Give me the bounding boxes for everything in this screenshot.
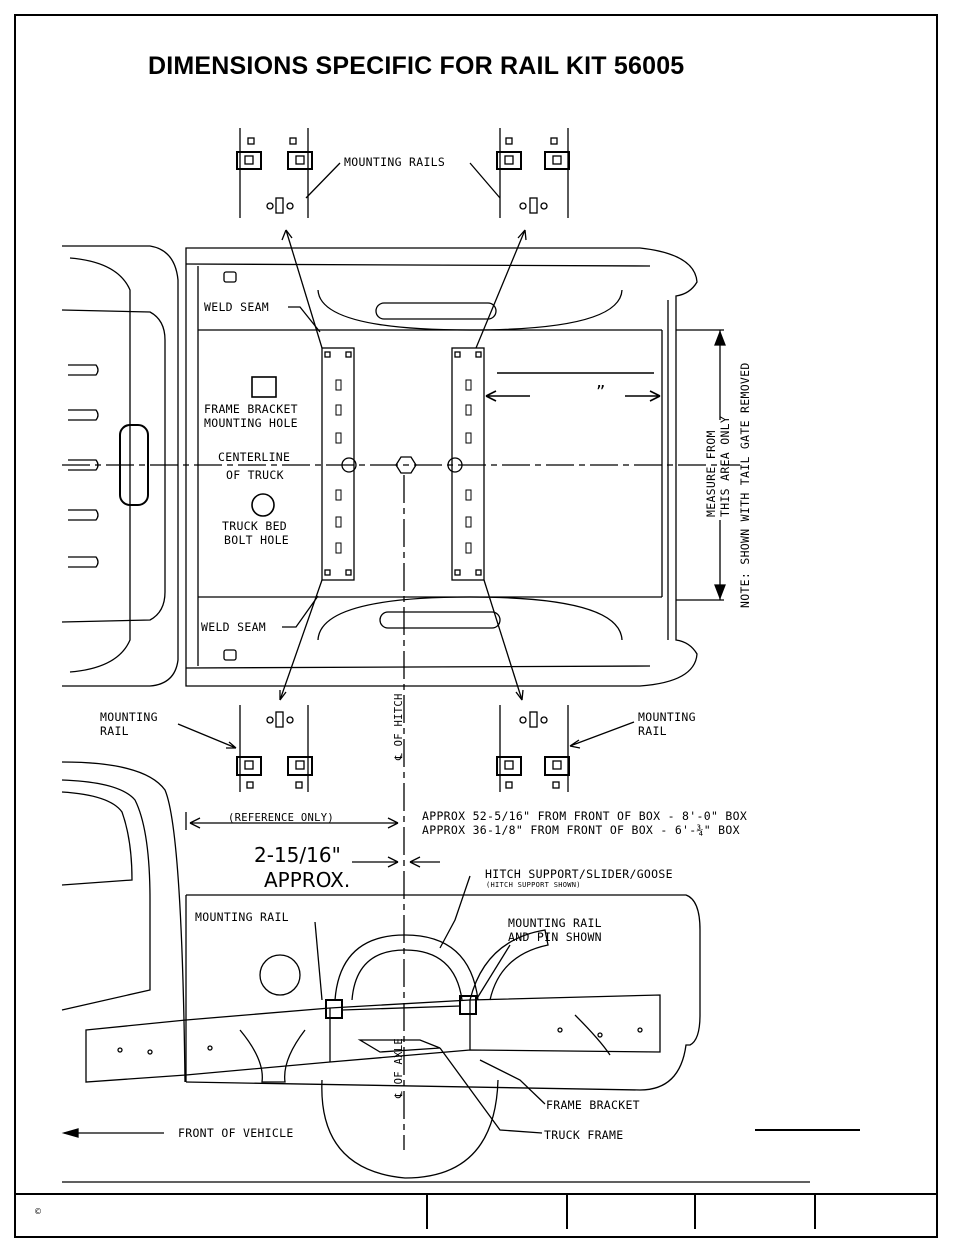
copyright-mark: © bbox=[34, 1207, 42, 1216]
bed-bolt-label-2: BOLT HOLE bbox=[224, 533, 290, 547]
truck-side-view bbox=[61, 761, 701, 1179]
hitch-centerline-label: ℄ OF HITCH bbox=[393, 693, 405, 760]
mounting-rail-bottom-left bbox=[236, 705, 313, 792]
bed-rail-left bbox=[321, 347, 357, 581]
truck-frame-label: TRUCK FRAME bbox=[544, 1128, 624, 1142]
mounting-rail-pin-label-1: MOUNTING RAIL bbox=[508, 916, 602, 930]
tailgate-note: NOTE: SHOWN WITH TAIL GATE REMOVED bbox=[738, 362, 752, 608]
mounting-rail-left-label-1: MOUNTING bbox=[100, 710, 158, 724]
bed-rail-right bbox=[447, 347, 485, 581]
front-of-vehicle-label: FRONT OF VEHICLE bbox=[178, 1126, 294, 1140]
frame-bracket-label-2: MOUNTING HOLE bbox=[204, 416, 298, 430]
weld-seam-bottom-label: WELD SEAM bbox=[201, 620, 267, 634]
truck-top-view bbox=[61, 245, 698, 687]
offset-approx: APPROX. bbox=[264, 868, 351, 892]
outer-border bbox=[14, 14, 938, 1238]
frame-bracket-label-1: FRAME BRACKET bbox=[204, 402, 298, 416]
mounting-rails-label: MOUNTING RAILS bbox=[344, 155, 446, 169]
offset-dimension: 2-15/16" bbox=[254, 843, 341, 867]
mounting-rail-pin-label-2: AND PIN SHOWN bbox=[508, 930, 602, 944]
mounting-rail-right-label-2: RAIL bbox=[638, 724, 667, 738]
title-block bbox=[16, 1193, 936, 1229]
title-block-cell bbox=[814, 1195, 816, 1229]
mounting-rail-left-label-2: RAIL bbox=[100, 724, 129, 738]
mounting-rail-side-label: MOUNTING RAIL bbox=[195, 910, 289, 924]
title-block-cell bbox=[566, 1195, 568, 1229]
measure-from-label-1: MEASURE FROM bbox=[704, 430, 718, 517]
bed-bolt-label-1: TRUCK BED bbox=[222, 519, 288, 533]
weld-seam-top-label: WELD SEAM bbox=[204, 300, 270, 314]
page-title: DIMENSIONS SPECIFIC FOR RAIL KIT 56005 bbox=[148, 52, 685, 80]
mounting-rail-top-left bbox=[236, 128, 313, 218]
reference-only-label: (REFERENCE ONLY) bbox=[228, 812, 334, 824]
hitch-support-shown-label: (HITCH SUPPORT SHOWN) bbox=[486, 881, 581, 889]
title-block-cell bbox=[694, 1195, 696, 1229]
frame-bracket-label: FRAME BRACKET bbox=[546, 1098, 640, 1112]
centerline-label-1: CENTERLINE bbox=[218, 450, 291, 464]
dimension-mark: ” bbox=[596, 382, 606, 403]
axle-centerline-label: ℄ OF AXLE bbox=[393, 1037, 405, 1098]
measure-from-label-2: THIS AREA ONLY bbox=[718, 415, 732, 517]
approx-6ft-box: APPROX 36-1/8" FROM FRONT OF BOX - 6'-¾"… bbox=[422, 823, 740, 837]
mounting-rail-bottom-right bbox=[496, 705, 570, 792]
hitch-support-label: HITCH SUPPORT/SLIDER/GOOSE bbox=[485, 867, 673, 881]
mounting-rail-top-right bbox=[496, 128, 570, 218]
centerline-label-2: OF TRUCK bbox=[226, 468, 284, 482]
mounting-rail-right-label-1: MOUNTING bbox=[638, 710, 696, 724]
approx-8ft-box: APPROX 52-5/16" FROM FRONT OF BOX - 8'-0… bbox=[422, 809, 748, 823]
title-block-cell bbox=[426, 1195, 428, 1229]
